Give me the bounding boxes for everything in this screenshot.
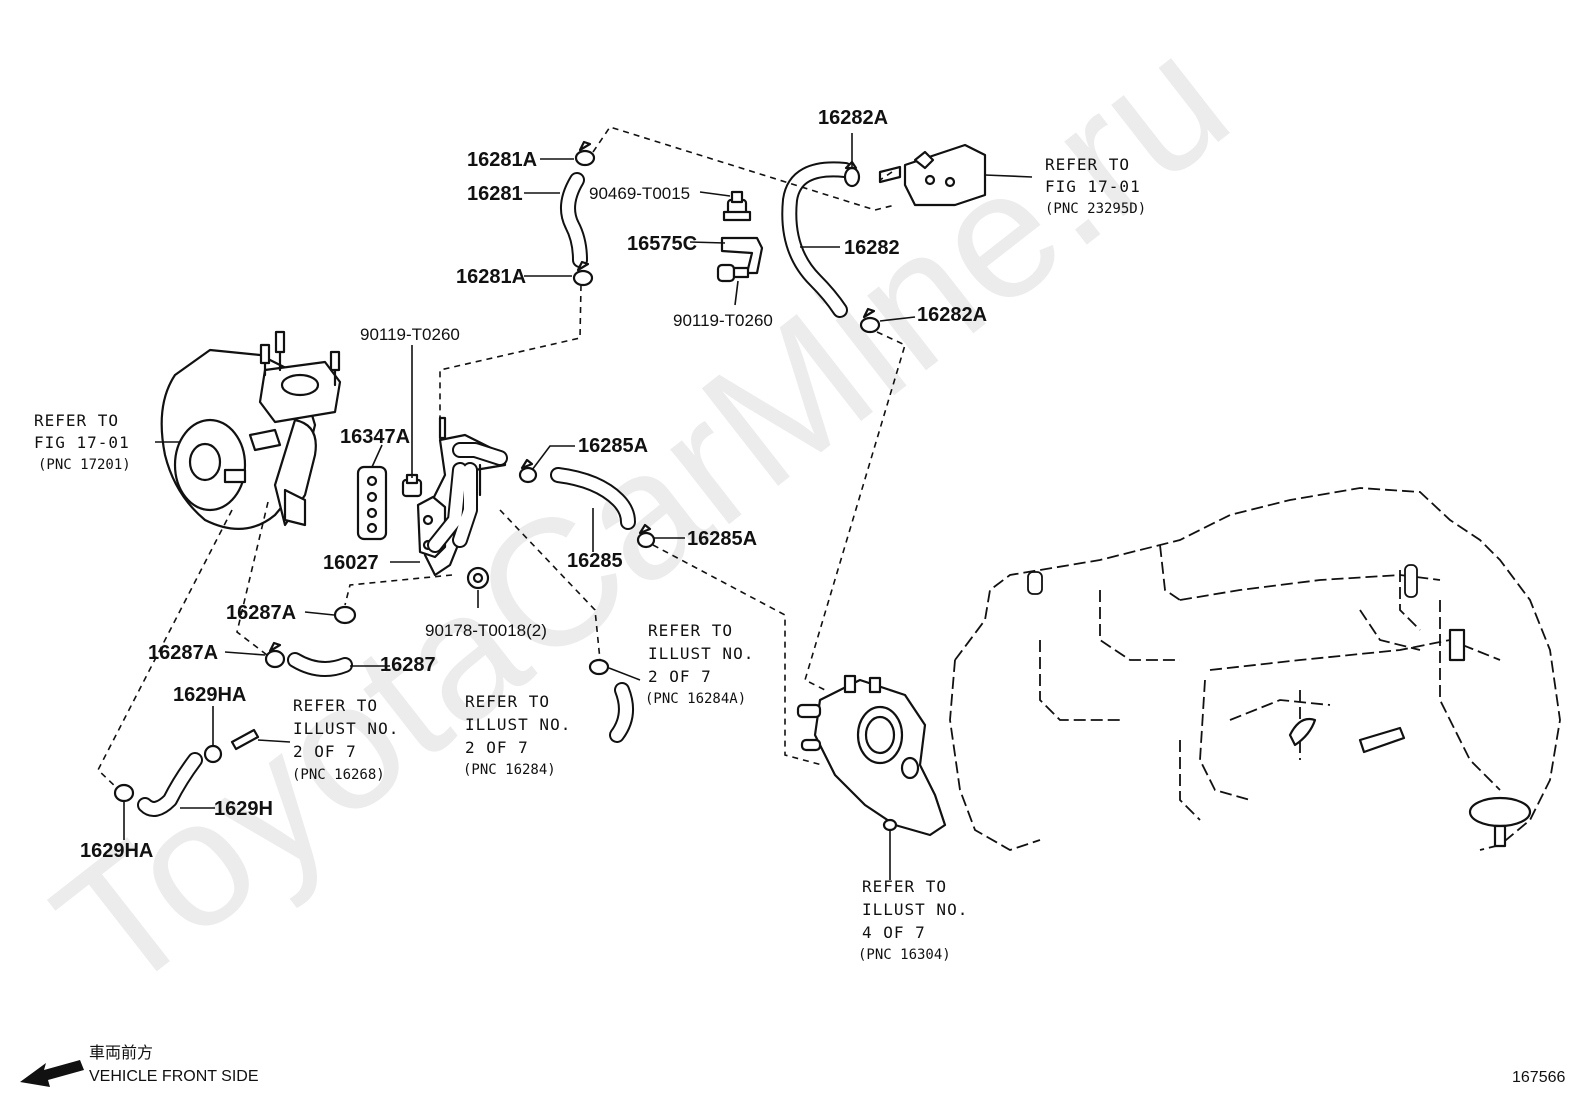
bracket-16575C bbox=[716, 190, 764, 283]
hose-1629H bbox=[137, 752, 203, 817]
svg-text:(PNC 23295D): (PNC 23295D) bbox=[1045, 201, 1146, 217]
svg-text:(PNC 17201): (PNC 17201) bbox=[38, 457, 131, 473]
svg-text:REFER TO: REFER TO bbox=[465, 692, 550, 711]
label-16282A-top[interactable]: 16282A bbox=[818, 107, 888, 129]
ref-illust-16284[interactable]: REFER TO ILLUST NO. 2 OF 7 (PNC 16284) bbox=[463, 692, 571, 778]
direction-japanese: 車両前方 bbox=[89, 1044, 153, 1062]
label-1629HA-bottom[interactable]: 1629HA bbox=[80, 840, 153, 862]
hose-16287 bbox=[287, 652, 353, 677]
svg-text:FIG 17-01: FIG 17-01 bbox=[1045, 177, 1141, 196]
clamp-16281A-bot bbox=[572, 260, 594, 287]
clamp-16285A-top bbox=[518, 458, 538, 484]
svg-text:(PNC 16284A): (PNC 16284A) bbox=[645, 691, 746, 707]
svg-text:ILLUST NO.: ILLUST NO. bbox=[293, 719, 399, 738]
water-outlet-assembly bbox=[796, 674, 947, 837]
hose-16281 bbox=[560, 172, 588, 268]
label-90469-T0015[interactable]: 90469-T0015 bbox=[589, 184, 690, 203]
hose-16268 bbox=[230, 728, 260, 751]
label-90119-T0260-left[interactable]: 90119-T0260 bbox=[360, 325, 460, 344]
svg-text:(PNC 16304): (PNC 16304) bbox=[858, 947, 951, 963]
label-16287A-left[interactable]: 16287A bbox=[148, 642, 218, 664]
svg-text:REFER TO: REFER TO bbox=[293, 696, 378, 715]
label-16287A-top[interactable]: 16287A bbox=[226, 602, 296, 624]
svg-text:ILLUST NO.: ILLUST NO. bbox=[648, 644, 754, 663]
label-90178-T0018[interactable]: 90178-T0018(2) bbox=[425, 621, 547, 640]
clamp-16284A bbox=[588, 658, 610, 676]
svg-text:ILLUST NO.: ILLUST NO. bbox=[465, 715, 571, 734]
label-16347A[interactable]: 16347A bbox=[340, 426, 410, 448]
svg-text:2 OF 7: 2 OF 7 bbox=[293, 742, 357, 761]
label-16281[interactable]: 16281 bbox=[467, 183, 523, 205]
figure-number: 167566 bbox=[1512, 1069, 1565, 1086]
ref-illust-16268[interactable]: REFER TO ILLUST NO. 2 OF 7 (PNC 16268) bbox=[292, 696, 399, 783]
svg-text:REFER TO: REFER TO bbox=[648, 621, 733, 640]
label-16575C[interactable]: 16575C bbox=[627, 233, 697, 255]
label-16027[interactable]: 16027 bbox=[323, 552, 379, 574]
direction-indicator: 車両前方 VEHICLE FRONT SIDE bbox=[20, 1044, 259, 1087]
label-1629H[interactable]: 1629H bbox=[214, 798, 273, 820]
clamp-16287A-top bbox=[333, 605, 357, 625]
ref-fig-17-01-right[interactable]: REFER TO FIG 17-01 (PNC 23295D) bbox=[1045, 155, 1146, 217]
hose-16285 bbox=[550, 467, 636, 530]
svg-text:FIG 17-01: FIG 17-01 bbox=[34, 433, 130, 452]
hose-16282 bbox=[781, 161, 853, 318]
svg-text:REFER TO: REFER TO bbox=[34, 411, 119, 430]
gasket-16347A bbox=[356, 465, 388, 541]
leader-lines bbox=[123, 133, 1033, 880]
label-16285[interactable]: 16285 bbox=[567, 550, 623, 572]
direction-english: VEHICLE FRONT SIDE bbox=[89, 1068, 259, 1085]
label-16282A-right[interactable]: 16282A bbox=[917, 304, 987, 326]
svg-text:4 OF 7: 4 OF 7 bbox=[862, 923, 926, 942]
label-16285A-top[interactable]: 16285A bbox=[578, 435, 648, 457]
label-1629HA-top[interactable]: 1629HA bbox=[173, 684, 246, 706]
svg-text:(PNC 16268): (PNC 16268) bbox=[292, 767, 385, 783]
svg-text:2 OF 7: 2 OF 7 bbox=[648, 667, 712, 686]
label-16285A-right[interactable]: 16285A bbox=[687, 528, 757, 550]
clamp-1629HA-bot bbox=[113, 783, 135, 803]
label-16281A-bottom[interactable]: 16281A bbox=[456, 266, 526, 288]
label-90119-T0260-right[interactable]: 90119-T0260 bbox=[673, 311, 773, 330]
ref-fig-17-01-left[interactable]: REFER TO FIG 17-01 (PNC 17201) bbox=[34, 411, 131, 473]
vsv-pipes bbox=[427, 442, 508, 553]
clamp-16281A-top bbox=[574, 140, 596, 167]
clamp-16282A-right bbox=[859, 307, 881, 334]
label-16287[interactable]: 16287 bbox=[380, 654, 436, 676]
clamp-1629HA-top bbox=[203, 744, 223, 764]
ref-illust-16304[interactable]: REFER TO ILLUST NO. 4 OF 7 (PNC 16304) bbox=[858, 877, 968, 963]
engine-block bbox=[949, 487, 1561, 851]
clamp-16282A-top bbox=[843, 160, 861, 188]
clamp-16285A-right bbox=[636, 523, 656, 549]
svg-text:REFER TO: REFER TO bbox=[862, 877, 947, 896]
routing-lines bbox=[97, 126, 906, 789]
bolt-90119-left bbox=[401, 473, 423, 498]
vacuum-pump-assembly bbox=[160, 330, 342, 530]
label-16281A-top[interactable]: 16281A bbox=[467, 149, 537, 171]
nut-90178 bbox=[466, 566, 490, 590]
arrow-down-left-icon bbox=[20, 1060, 84, 1087]
connector-assembly bbox=[878, 143, 987, 207]
svg-text:REFER TO: REFER TO bbox=[1045, 155, 1130, 174]
clamp-16287A-left bbox=[264, 641, 286, 669]
svg-text:(PNC 16284): (PNC 16284) bbox=[463, 762, 556, 778]
svg-text:ILLUST NO.: ILLUST NO. bbox=[862, 900, 968, 919]
label-16282[interactable]: 16282 bbox=[844, 237, 900, 259]
hose-16284 bbox=[609, 682, 634, 743]
svg-text:2 OF 7: 2 OF 7 bbox=[465, 738, 529, 757]
ref-illust-16284A[interactable]: REFER TO ILLUST NO. 2 OF 7 (PNC 16284A) bbox=[645, 621, 754, 707]
